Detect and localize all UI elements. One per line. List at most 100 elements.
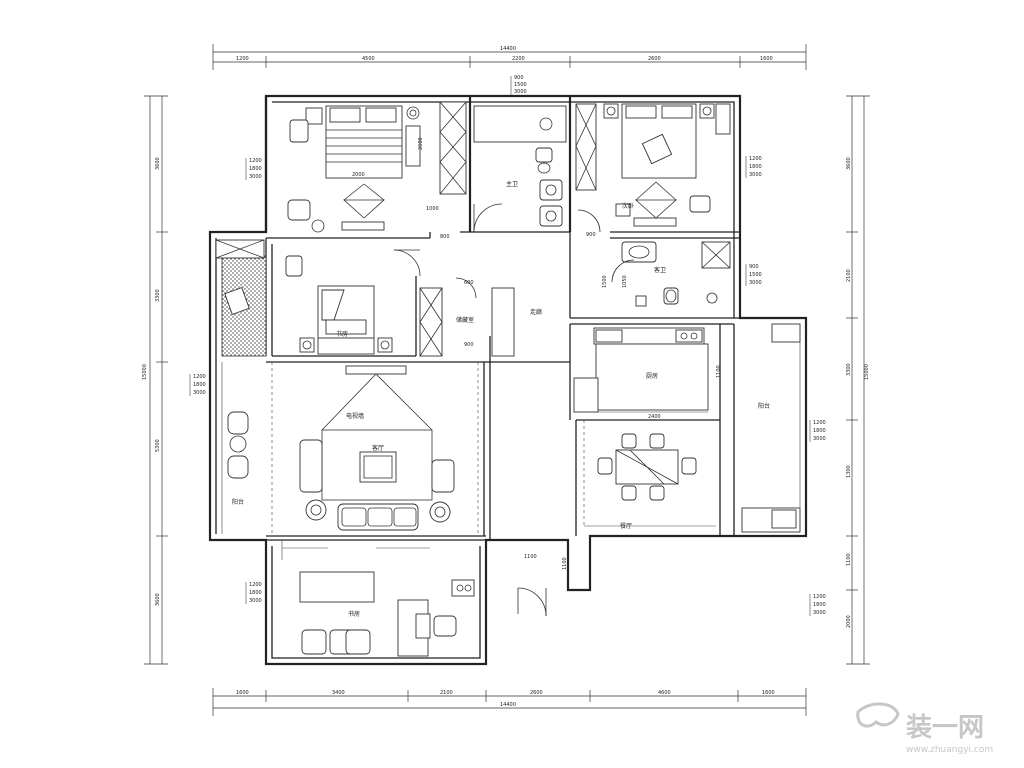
side-cabinet: [615, 203, 631, 217]
nightstand: [305, 107, 323, 125]
chair-icon: [285, 255, 303, 277]
floor-drain: [706, 292, 718, 304]
dim-right-seg-4: 1300: [846, 465, 852, 478]
tv-cabinet: [345, 365, 407, 375]
dim-left-total: 15000: [142, 364, 148, 380]
svg-text:2600: 2600: [418, 137, 424, 150]
sink-icon: [595, 329, 623, 343]
dim-bottom-seg-5: 4600: [658, 690, 671, 696]
dim-right-seg-2: 2100: [846, 269, 852, 282]
small-table: [229, 435, 247, 453]
dimension-right: 15000 3600 2100 3300 1300 1100 2000: [846, 95, 870, 665]
room-label-balcony-e: 阳台: [758, 402, 770, 410]
entrance: 1100 1100: [517, 554, 568, 617]
svg-text:1200: 1200: [193, 374, 206, 380]
watermark-site: www.zhuangyi.com: [906, 745, 993, 755]
dim-bottom-seg-3: 2100: [440, 690, 453, 696]
second-bedroom-east: 次卧 900: [575, 103, 731, 238]
svg-text:1200: 1200: [813, 420, 826, 426]
svg-text:3000: 3000: [249, 174, 262, 180]
chair-icon: [301, 629, 327, 655]
tv-cabinet: [341, 221, 385, 231]
sofa-left: [299, 439, 323, 493]
sofa-right: [431, 459, 455, 493]
dimension-left: 15000 3600 3300 5300 3600: [142, 95, 168, 665]
room-label-south: 书房: [348, 610, 360, 618]
dim-top-seg-4: 2600: [648, 56, 661, 62]
watermark: 装一网 www.zhuangyi.com: [856, 702, 993, 755]
wardrobe: [405, 125, 421, 167]
svg-text:2400: 2400: [648, 414, 661, 420]
window-note-right-4: 1200 1800 3000: [809, 594, 826, 616]
svg-text:900: 900: [749, 264, 759, 270]
nightstand: [299, 337, 315, 353]
dim-left-seg-3: 5300: [155, 439, 161, 452]
dim-right-seg-6: 2000: [846, 615, 852, 628]
dim-left-seg-1: 3600: [155, 157, 161, 170]
svg-text:1800: 1800: [813, 428, 826, 434]
plant-icon: [224, 287, 250, 315]
chair-icon: [227, 411, 249, 435]
kitchen: 厨房 1100: [573, 327, 722, 413]
door-swing: [611, 259, 635, 283]
study: 书房: [285, 255, 393, 355]
south-room: 书房: [281, 540, 475, 657]
svg-text:600: 600: [464, 280, 474, 286]
island: [595, 343, 709, 411]
svg-text:900: 900: [464, 342, 474, 348]
desk-chair: [689, 195, 711, 213]
svg-text:3000: 3000: [193, 390, 206, 396]
dim-right-seg-3: 3300: [846, 363, 852, 376]
dim-bottom-total: 14400: [500, 702, 516, 708]
dim-right-seg-5: 1100: [846, 553, 852, 566]
dining-room: 餐厅 2400: [583, 414, 716, 530]
svg-text:800: 800: [440, 234, 450, 240]
room-label-kitchen: 厨房: [646, 372, 658, 380]
nightstand: [377, 337, 393, 353]
svg-text:1500: 1500: [749, 272, 762, 278]
watermark-brand: 装一网: [906, 713, 984, 743]
sofa-main: [337, 503, 419, 531]
tv-cabinet: [633, 217, 677, 227]
svg-text:1500: 1500: [602, 275, 608, 288]
armchair-icon: [287, 199, 311, 221]
fridge-icon: [573, 377, 599, 413]
window-note-left-3: 1200 1800 3000: [245, 582, 262, 604]
svg-text:1200: 1200: [249, 158, 262, 164]
tv-projection: [634, 199, 678, 219]
pillow: [329, 107, 361, 123]
dimension-bottom: 1600 3400 2100 2600 4600 1600 14400: [212, 688, 807, 716]
dim-bottom-seg-6: 1600: [762, 690, 775, 696]
svg-text:3000: 3000: [749, 172, 762, 178]
svg-text:3000: 3000: [249, 598, 262, 604]
svg-text:1800: 1800: [193, 382, 206, 388]
wardrobe-column: [439, 101, 467, 195]
dining-chair: [621, 433, 637, 449]
side-table: [311, 219, 325, 233]
master-bedroom: 2000 2600 1000: [287, 105, 439, 233]
stove-icon: [675, 329, 703, 343]
dining-chair: [597, 457, 613, 475]
room-label-living: 客厅: [372, 444, 384, 452]
desk-chair: [433, 615, 457, 637]
door-swing: [577, 209, 601, 233]
pillow: [325, 319, 367, 335]
wardrobe: [575, 103, 597, 191]
west-planter: [215, 239, 267, 357]
window-note-right-2: 900 1500 3000: [745, 264, 762, 286]
chair-icon: [227, 455, 249, 479]
room-label-study: 书房: [336, 330, 348, 338]
room-label-balcony-w: 阳台: [232, 498, 244, 506]
cabinet: [635, 295, 647, 307]
washer-icon: [771, 509, 797, 529]
desk-item: [415, 613, 431, 639]
tv-projection: [342, 199, 386, 219]
room-label-corridor: 走廊: [530, 308, 542, 316]
svg-text:1200: 1200: [749, 156, 762, 162]
window-note-left-1: 1200 1800 3000: [245, 158, 262, 180]
dim-bottom-seg-1: 1600: [236, 690, 249, 696]
dining-chair: [681, 457, 697, 475]
room-label-master-bath: 主卫: [506, 180, 518, 188]
svg-text:2000: 2000: [352, 172, 365, 178]
